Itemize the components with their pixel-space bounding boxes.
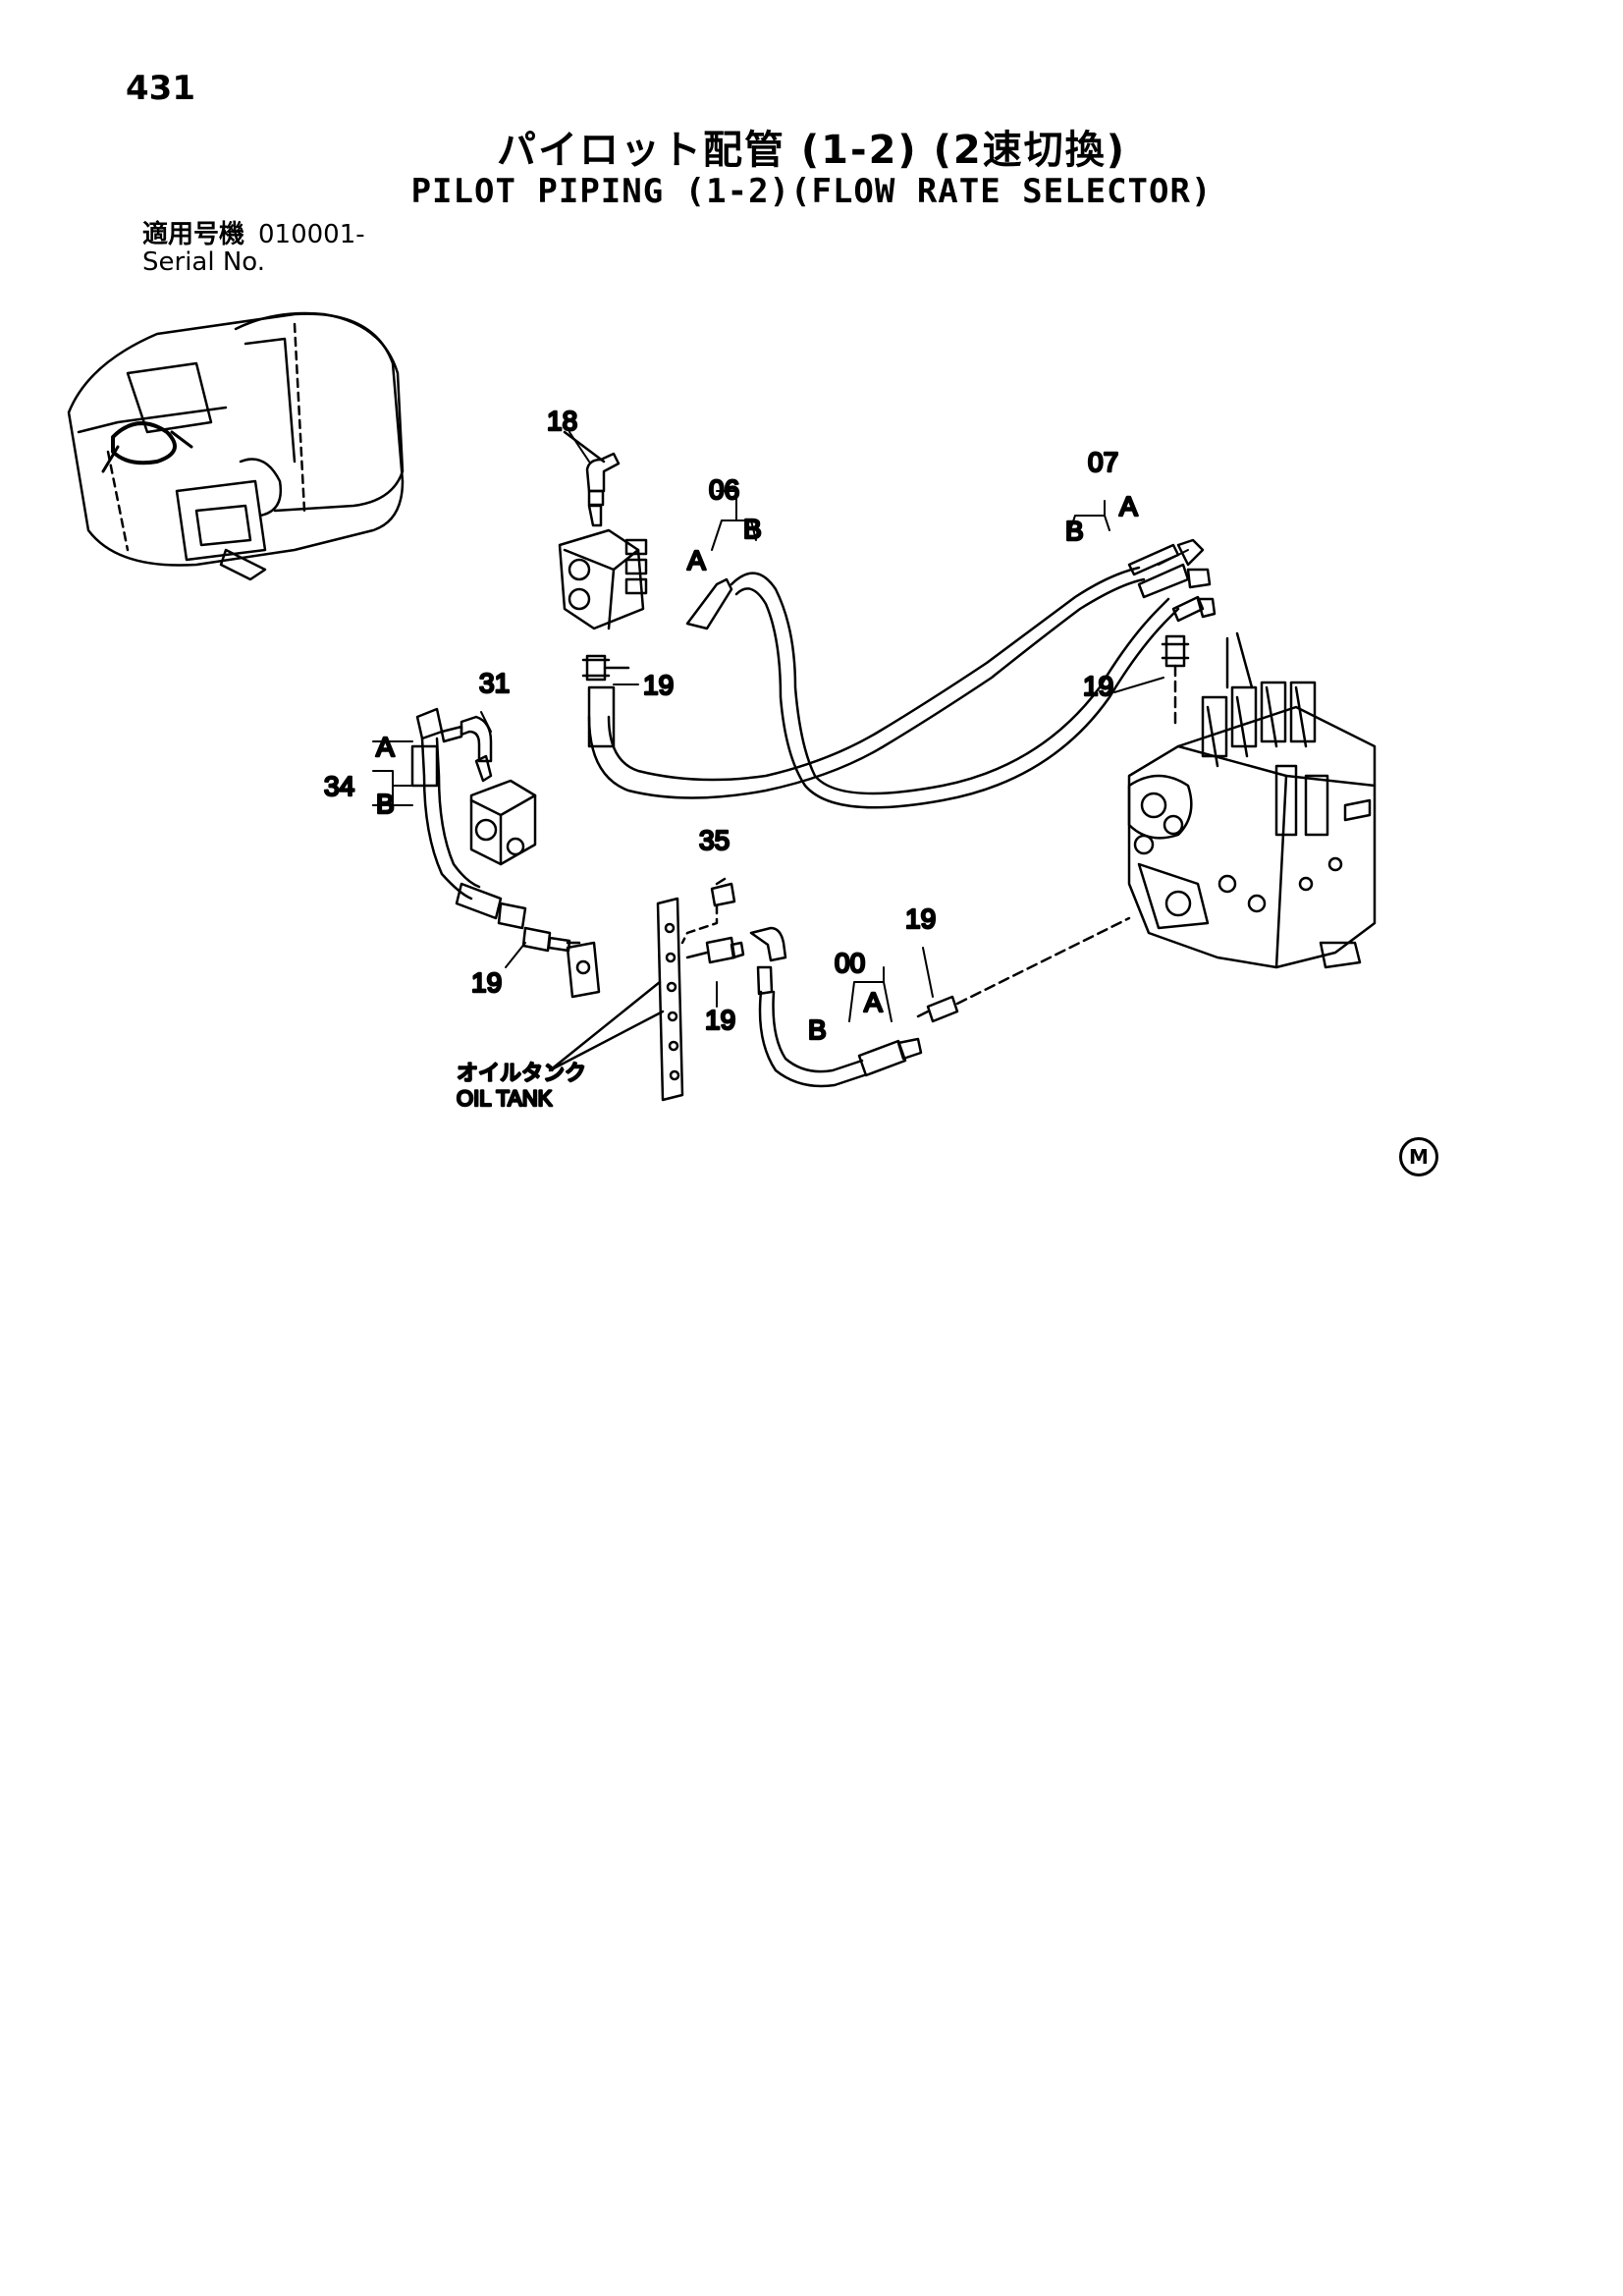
callout-19-middle: 19 — [705, 1005, 735, 1035]
callout-18: 18 — [547, 406, 577, 436]
callout-34-a: A — [376, 732, 395, 762]
callout-00: 00 — [835, 948, 865, 978]
page-title-japanese: パイロット配管 (1-2) (2速切換) — [496, 128, 1127, 173]
oil-tank-plate — [548, 897, 684, 1102]
serial-label-jp: 適用号機 — [142, 220, 245, 249]
callout-06-b: B — [743, 514, 762, 544]
fitting-19-middle — [685, 936, 745, 964]
serial-number-block: 適用号機 010001- Serial No. — [142, 221, 365, 276]
fitting-19-upper-left — [581, 654, 630, 682]
mounting-bracket-small — [566, 941, 601, 999]
excavator-overview-sketch — [67, 311, 405, 581]
callout-00-a: A — [864, 987, 883, 1017]
callout-07-a: A — [1119, 491, 1138, 521]
callout-00-b: B — [808, 1014, 827, 1045]
hose-06 — [587, 566, 1180, 809]
callout-19-right: 19 — [1083, 671, 1113, 701]
hose-34 — [410, 707, 527, 930]
callout-19-left: 19 — [471, 967, 502, 998]
trademark-icon: M — [1399, 1137, 1438, 1176]
hose-00 — [749, 926, 923, 1088]
elbow-fitting-18 — [563, 430, 621, 507]
callout-19-low: 19 — [905, 903, 936, 934]
oil-tank-label-jp: オイルタンク — [457, 1061, 586, 1085]
callout-34: 34 — [324, 771, 354, 801]
callout-07-b: B — [1065, 516, 1084, 546]
pilot-valve — [558, 504, 648, 630]
page-number: 431 — [126, 69, 195, 108]
plug-35 — [680, 877, 736, 945]
callout-35: 35 — [699, 825, 730, 855]
elbow-fitting-31 — [440, 715, 493, 763]
oil-tank-label-en: OIL TANK — [457, 1086, 553, 1111]
callout-leaders — [372, 431, 1189, 1022]
solenoid-valve — [469, 754, 537, 866]
hose-07 — [1127, 538, 1217, 623]
callout-06: 06 — [709, 474, 739, 505]
control-valve-assembly — [1127, 631, 1377, 969]
callout-34-b: B — [376, 789, 395, 819]
callout-19-top: 19 — [643, 670, 674, 700]
callout-07: 07 — [1088, 447, 1118, 477]
fitting-19-upper-right — [1161, 634, 1190, 729]
serial-label-en: Serial No. — [142, 247, 265, 277]
serial-value: 010001- — [258, 220, 365, 249]
fitting-19-low — [916, 916, 1131, 1023]
callout-06-a: A — [687, 545, 706, 575]
callout-31: 31 — [479, 668, 510, 698]
page-title-english: PILOT PIPING (1-2)(FLOW RATE SELECTOR) — [410, 172, 1213, 211]
